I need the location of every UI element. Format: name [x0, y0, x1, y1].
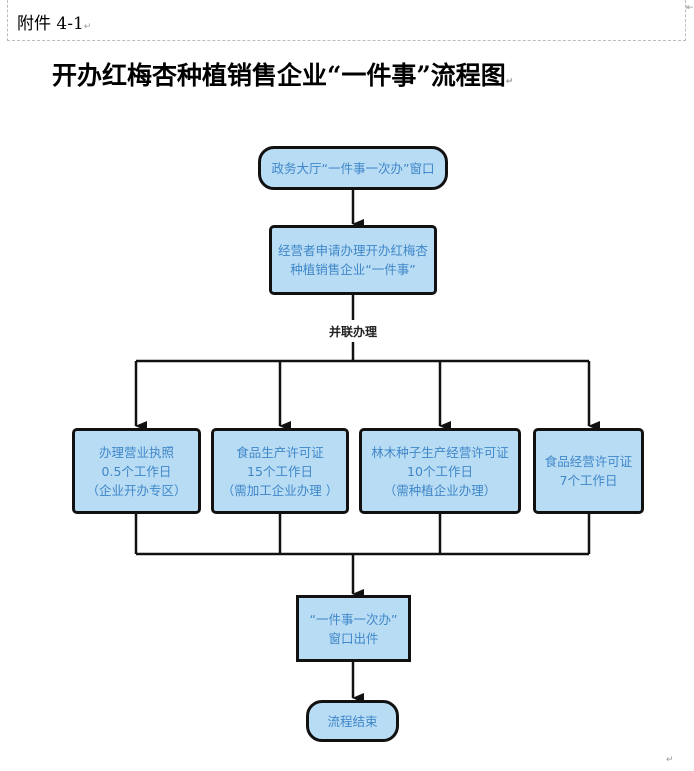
document-title-text: 开办红梅杏种植销售企业“一件事”流程图	[52, 61, 506, 90]
parallel-processing-label: 并联办理	[327, 323, 380, 340]
node-text: （需种植企业办理）	[383, 482, 497, 498]
node-branch-food-business-license: 食品经营许可证 7个工作日	[533, 428, 644, 514]
node-branch-food-production-license: 食品生产许可证 15个工作日 （需加工企业办理 ）	[211, 428, 349, 514]
node-text: 流程结束	[327, 713, 378, 729]
paragraph-mark-end: ↵	[666, 755, 674, 765]
node-issue-window: “一件事一次办” 窗口出件	[296, 595, 411, 662]
corner-mark-icon: ⇤	[686, 3, 694, 13]
node-text: 10个工作日	[407, 463, 473, 479]
paragraph-mark: ↵	[505, 77, 514, 87]
node-branch-business-license: 办理营业执照 0.5个工作日 （企业开办专区）	[72, 428, 201, 514]
node-text: 食品经营许可证	[544, 454, 633, 469]
document-title: 开办红梅杏种植销售企业“一件事”流程图↵	[52, 56, 513, 92]
node-text: “一件事一次办”	[309, 611, 398, 627]
node-text: 食品生产许可证	[236, 444, 324, 460]
annex-header-box	[7, 0, 686, 41]
node-text: 15个工作日	[247, 463, 313, 479]
node-end: 流程结束	[306, 700, 399, 742]
node-text: （需加工企业办理 ）	[221, 482, 339, 498]
node-text: 窗口出件	[328, 630, 379, 646]
node-text: 政务大厅“一件事一次办”窗口	[271, 160, 435, 176]
node-apply: 经营者申请办理开办红梅杏 种植销售企业“一件事”	[269, 225, 437, 295]
annex-label-text: 附件 4-1	[17, 14, 84, 34]
node-text: 种植销售企业“一件事”	[290, 262, 416, 277]
node-text: 经营者申请办理开办红梅杏	[277, 243, 428, 258]
node-branch-seed-license: 林木种子生产经营许可证 10个工作日 （需种植企业办理）	[359, 428, 521, 514]
node-text: 林木种子生产经营许可证	[371, 444, 509, 460]
node-text: 办理营业执照	[98, 444, 174, 460]
node-text: 7个工作日	[559, 473, 618, 488]
node-text: 0.5个工作日	[101, 463, 172, 479]
paragraph-mark: ↵	[83, 22, 92, 32]
node-text: （企业开办专区）	[86, 482, 187, 498]
node-start-window: 政务大厅“一件事一次办”窗口	[258, 146, 448, 190]
annex-label: 附件 4-1↵	[17, 9, 91, 34]
